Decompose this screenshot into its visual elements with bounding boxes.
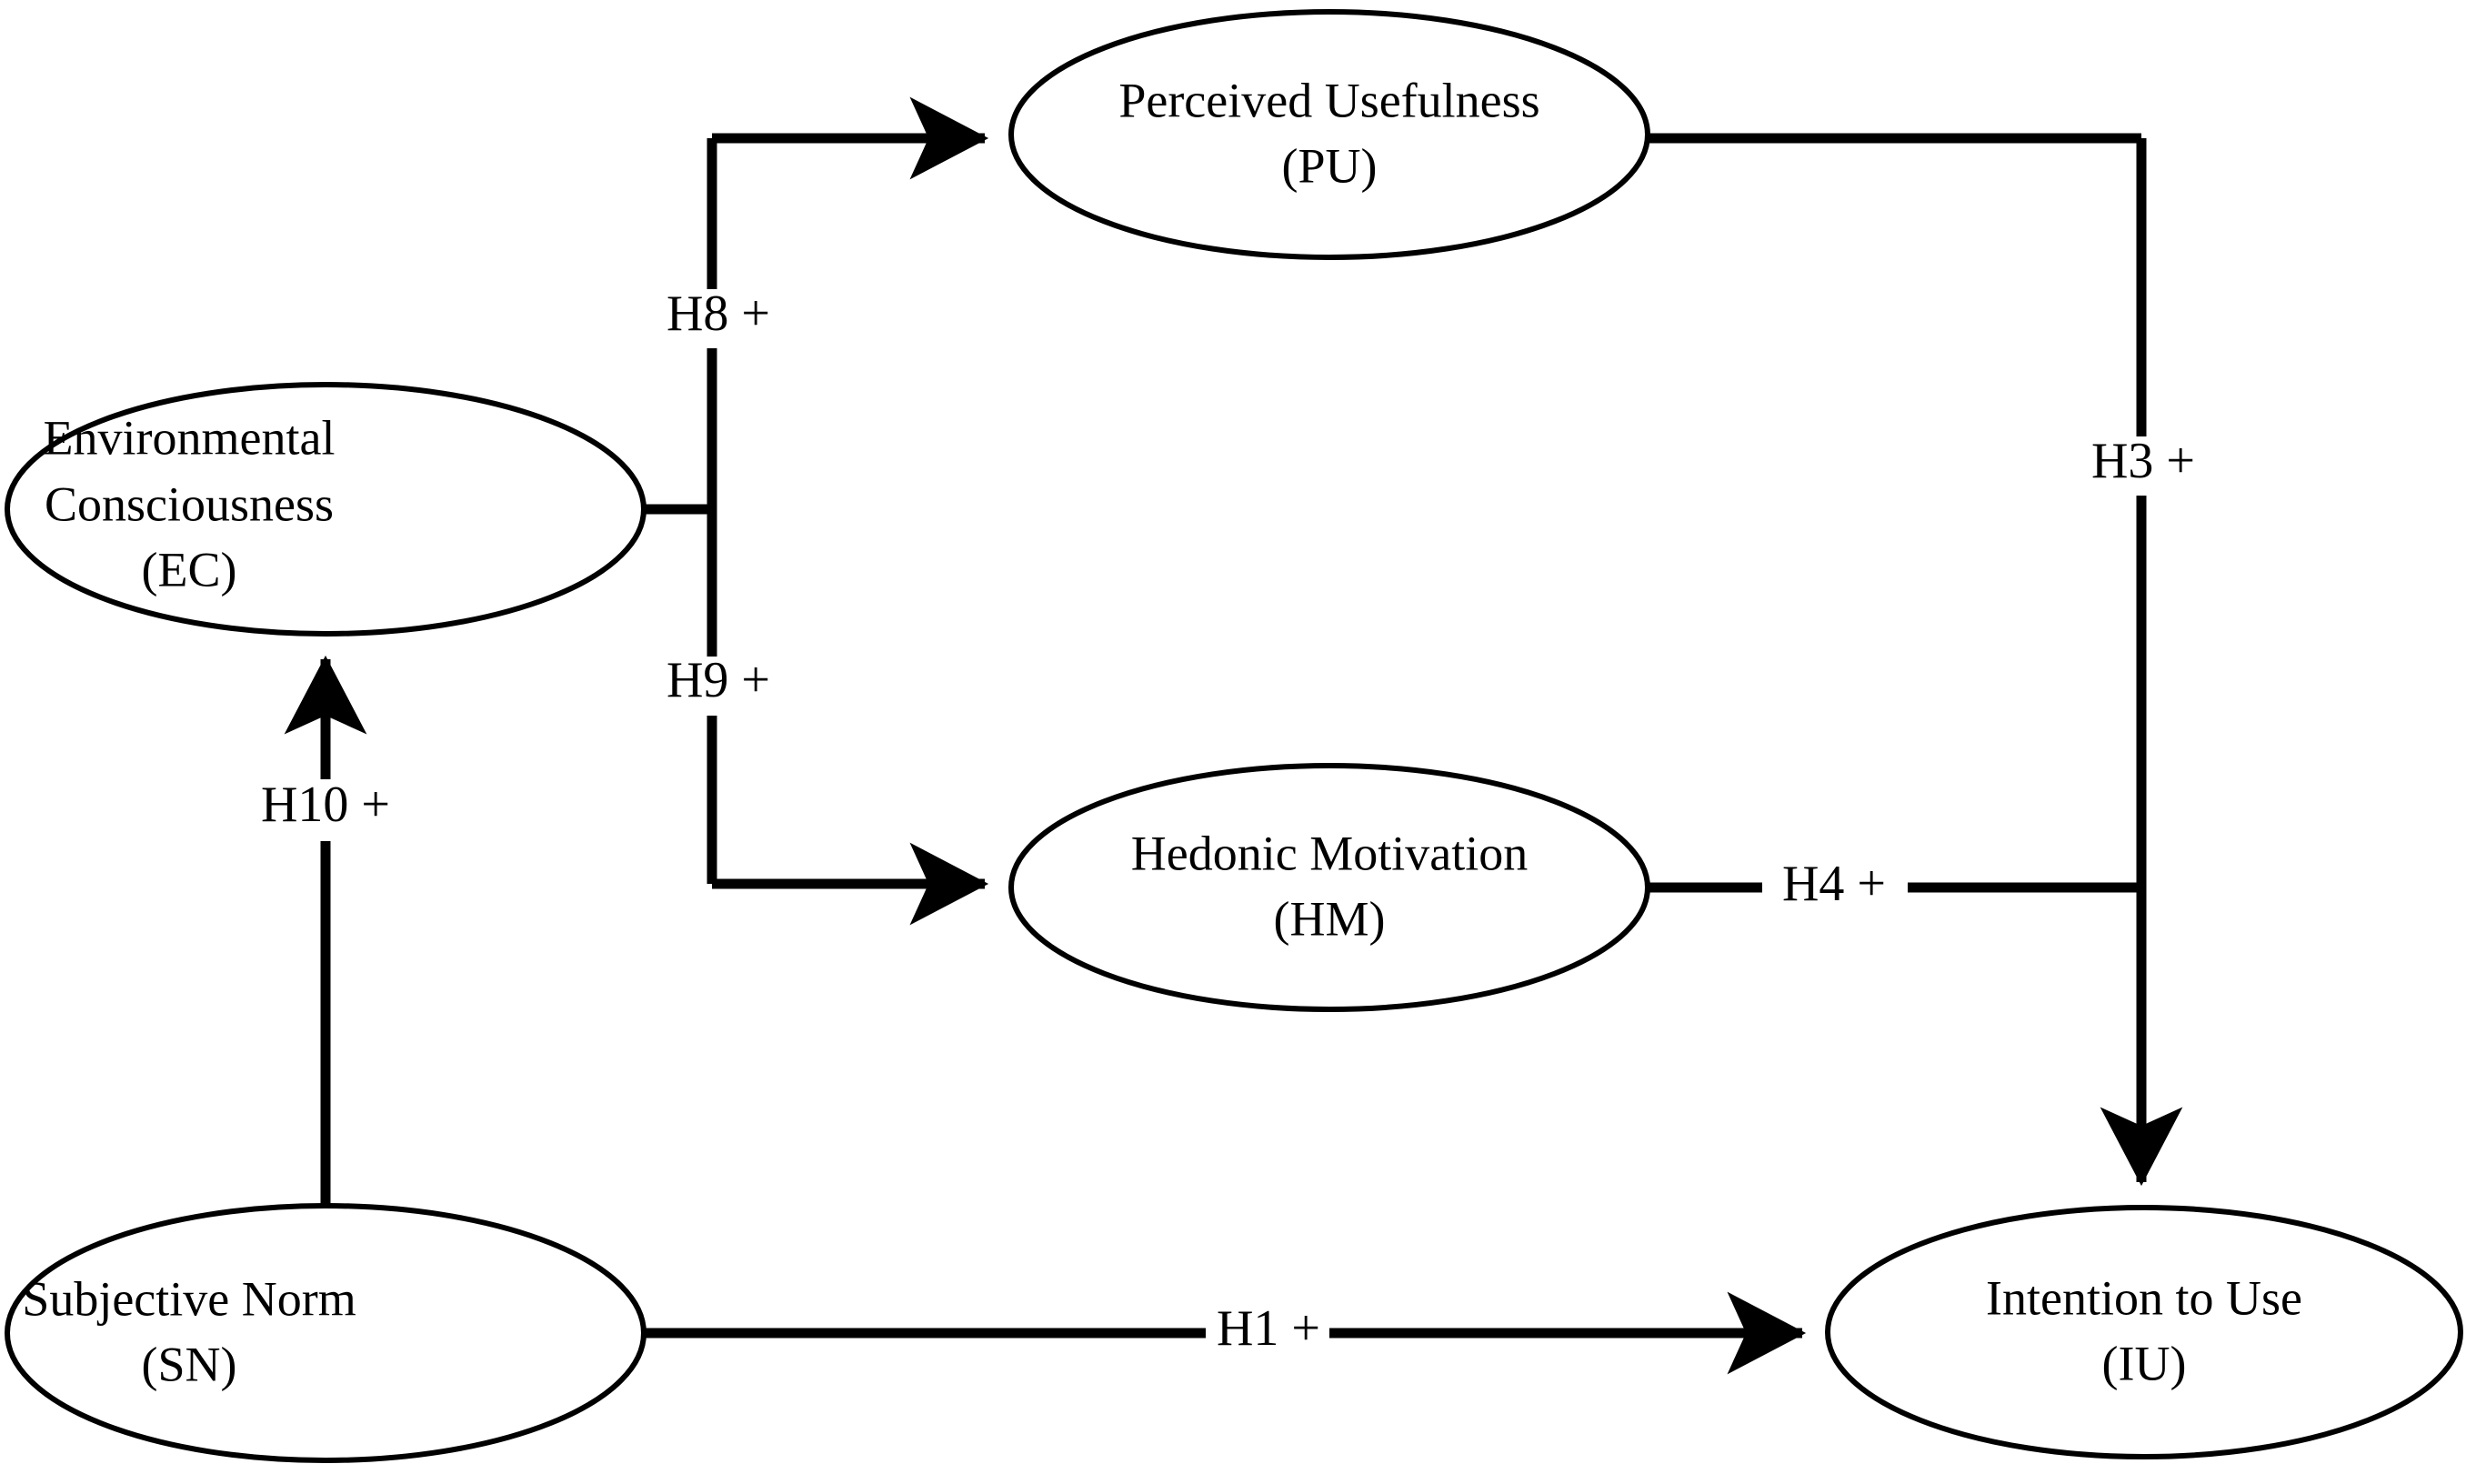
edge-h8-label: H8 + (667, 286, 770, 342)
edge-h1-label: H1 + (1217, 1300, 1320, 1357)
node-iu-label-line2: (IU) (2102, 1336, 2187, 1390)
edge-h3-label: H3 + (2091, 433, 2195, 489)
edge-h9: H9 + (667, 509, 989, 926)
node-sn-label-line2: (SN) (142, 1337, 237, 1391)
node-ec-label-line2: Consciousness (45, 476, 334, 531)
node-subjective-norm[interactable]: Subjective Norm (SN) (5, 1203, 647, 1463)
node-pu-label-line2: (PU) (1282, 138, 1378, 193)
node-hedonic-motivation[interactable]: Hedonic Motivation (HM) (1008, 763, 1650, 1012)
node-hm-label-line1: Hedonic Motivation (1131, 826, 1528, 880)
node-intention-to-use[interactable]: Intention to Use (IU) (1825, 1205, 2463, 1459)
node-hm-label-line2: (HM) (1274, 891, 1386, 946)
node-iu-ellipse[interactable] (1825, 1205, 2463, 1459)
edge-h8: H8 + (641, 96, 989, 515)
node-ec-label-line3: (EC) (142, 542, 237, 597)
edge-h4-label: H4 + (1782, 856, 1886, 912)
node-ec-ellipse[interactable] (5, 382, 647, 637)
edge-h4: H4 + (1646, 856, 2146, 912)
node-sn-ellipse[interactable] (5, 1203, 647, 1463)
node-pu-label-line1: Perceived Usefulness (1118, 73, 1539, 127)
edge-h10-label: H10 + (261, 777, 390, 833)
node-pu-ellipse[interactable] (1008, 9, 1650, 260)
edge-h10: H10 + (261, 655, 390, 1207)
edge-h1: H1 + (642, 1291, 1807, 1375)
node-hm-ellipse[interactable] (1008, 763, 1650, 1012)
node-ec-label-line1: Environmental (44, 410, 336, 465)
node-perceived-usefulness[interactable]: Perceived Usefulness (PU) (1008, 9, 1650, 260)
edge-h3: H3 + (1646, 133, 2195, 1187)
node-environmental-consciousness[interactable]: Environmental Consciousness (EC) (5, 382, 647, 637)
node-sn-label-line1: Subjective Norm (22, 1271, 356, 1326)
edge-h9-label: H9 + (667, 652, 770, 708)
node-iu-label-line1: Intention to Use (1986, 1270, 2302, 1325)
